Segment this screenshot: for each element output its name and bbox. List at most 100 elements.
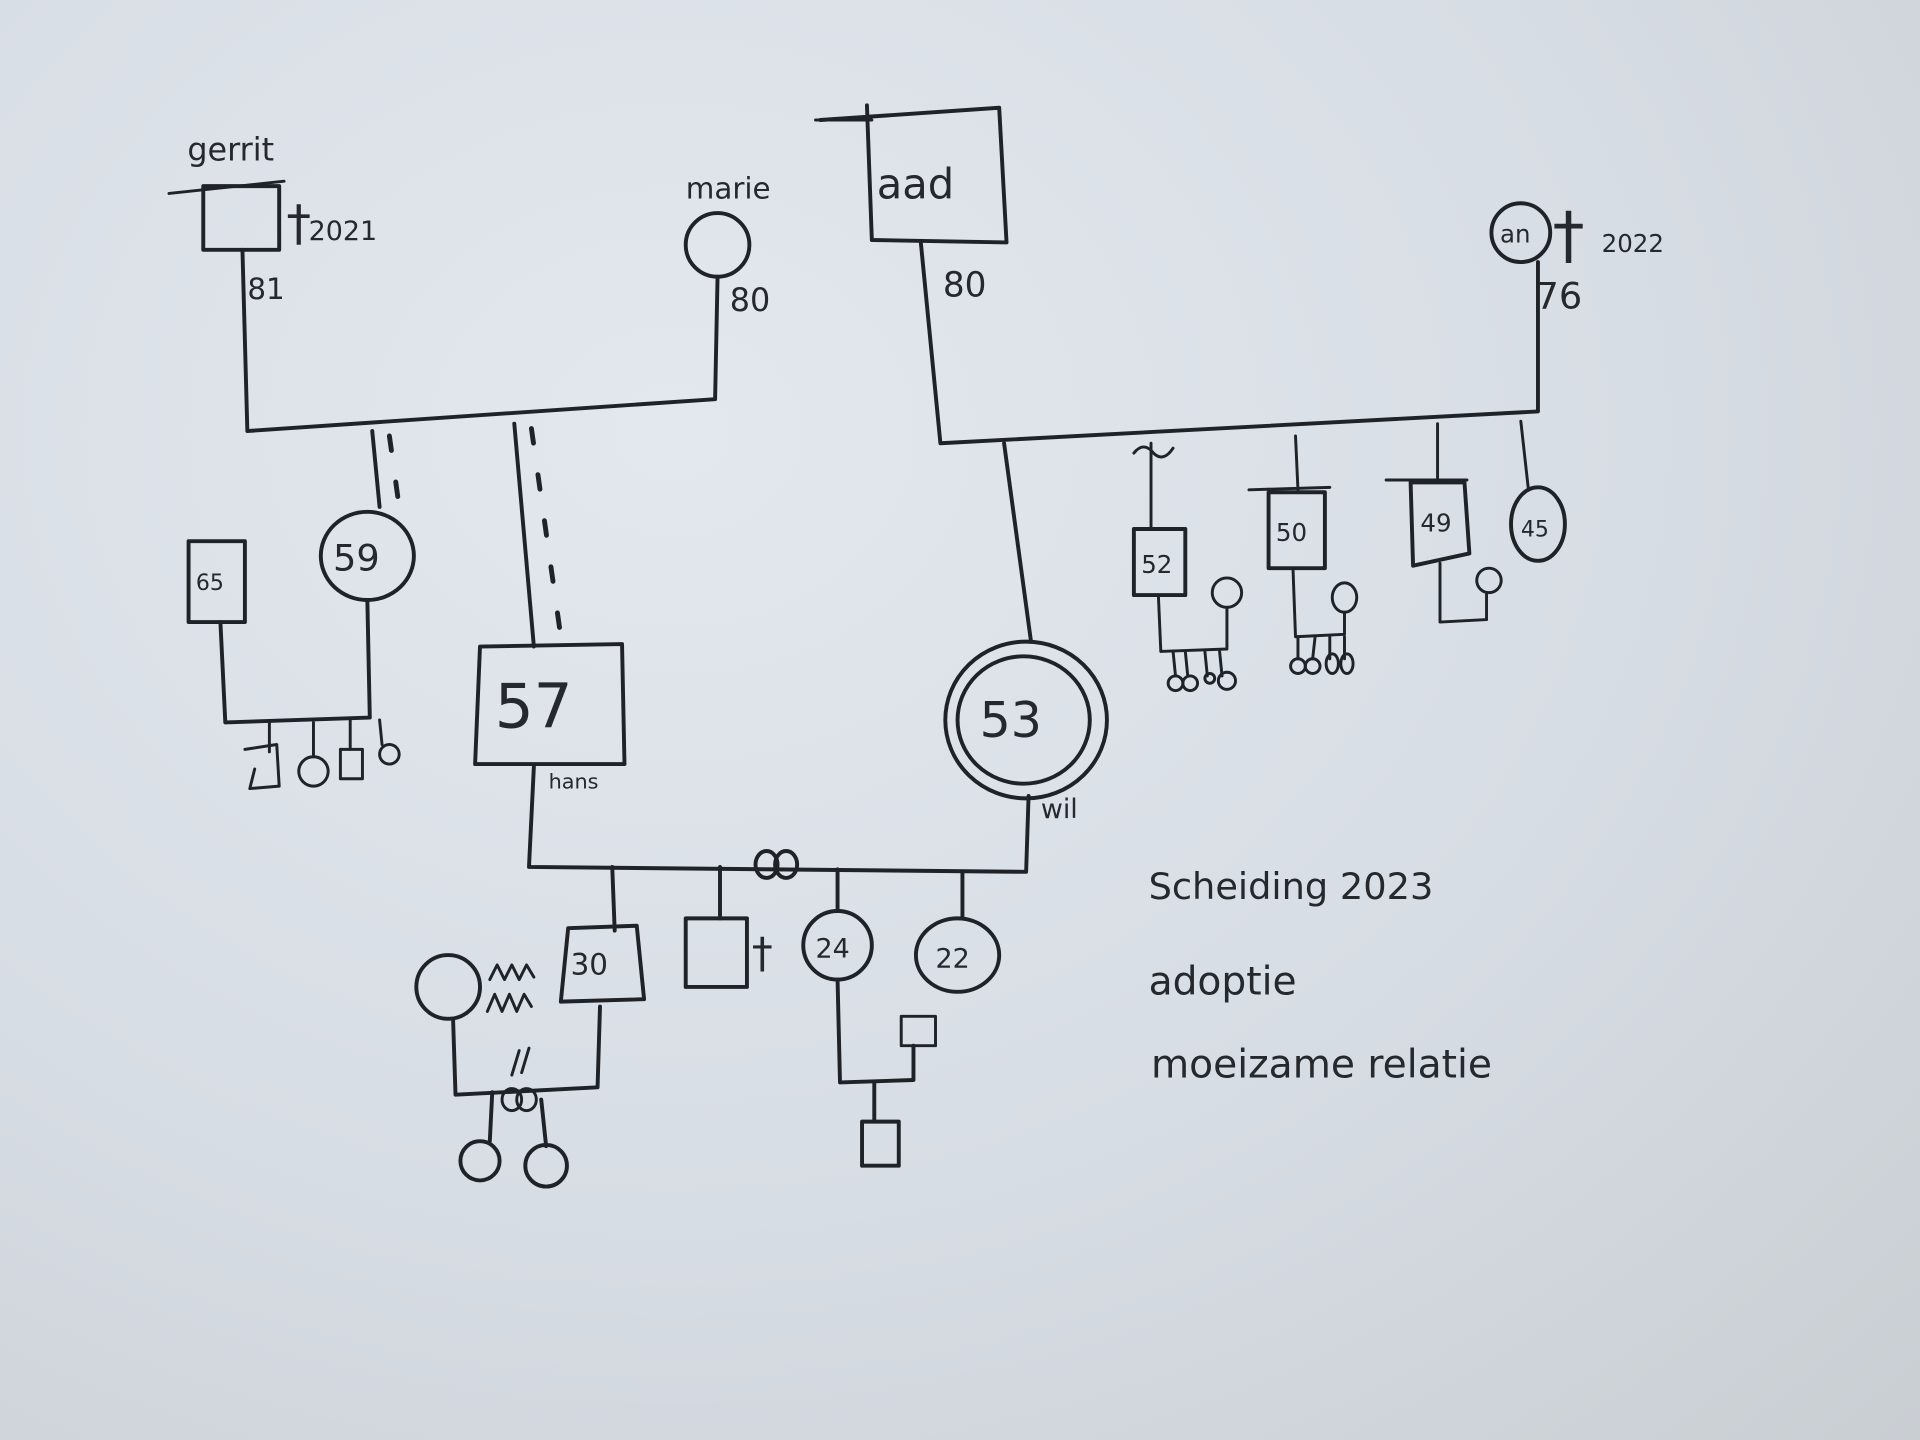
conflict-zigzag-line — [488, 963, 536, 982]
name-label-an: an — [1500, 219, 1531, 248]
grandchild-female-circle-symbol — [523, 1142, 569, 1189]
deceased-cross-icon: † — [287, 195, 311, 252]
grandchild-symbol — [1181, 674, 1200, 693]
person-aad: aad 80 — [814, 103, 1009, 305]
partner-female-circle-symbol — [1475, 566, 1503, 595]
person-son-30: 30 — [414, 864, 647, 1189]
age-an: 76 — [1536, 275, 1583, 318]
conflict-zigzag-line — [485, 992, 533, 1013]
person-hans: 57 hans — [473, 421, 627, 794]
marriage-line — [1156, 593, 1229, 653]
grandchild-symbol — [1289, 657, 1307, 675]
partner-male-square-symbol — [899, 1014, 937, 1048]
name-label-hans: hans — [549, 770, 599, 794]
person-aunt-59: 59 — [318, 429, 416, 602]
age-marie: 80 — [730, 281, 771, 319]
conflict-symbol — [1132, 445, 1175, 459]
grandchild-female-circle-symbol — [458, 1139, 502, 1183]
age-45: 45 — [1521, 517, 1549, 542]
person-daughter-22: 22 — [913, 869, 1002, 994]
legend: Scheiding 2023 adoptie moeizame relatie — [1149, 865, 1492, 1088]
female-circle-symbol — [297, 755, 330, 788]
separation-slash-symbol — [510, 1046, 531, 1077]
descent-line — [539, 1097, 549, 1149]
female-circle-symbol — [378, 743, 401, 766]
marriage-line-aunt — [218, 598, 372, 725]
legend-item-adoption: adoptie — [1149, 959, 1297, 1004]
grandchild-symbol — [1339, 652, 1355, 675]
female-circle-symbol — [683, 211, 752, 279]
male-square-symbol — [338, 747, 364, 781]
age-aad: 80 — [943, 265, 987, 305]
death-year-gerrit: 2021 — [309, 216, 378, 247]
person-partner-65: 65 — [186, 539, 247, 624]
female-circle-symbol — [913, 916, 1002, 994]
male-square-symbol — [1266, 490, 1327, 571]
person-wil: 53 wil — [943, 441, 1109, 825]
person-marie: marie 80 — [683, 171, 771, 319]
female-circle-inner-symbol — [955, 654, 1092, 786]
deceased-cross-icon: † — [1553, 199, 1585, 273]
name-label-aad: aad — [877, 159, 954, 208]
descent-line — [1002, 441, 1033, 644]
person-gerrit: gerrit † 2021 81 — [167, 130, 378, 306]
person-son-deceased: † — [683, 864, 773, 989]
grandchild-symbol — [1324, 652, 1340, 675]
partner-female-circle-symbol — [414, 953, 482, 1021]
name-label-gerrit: gerrit — [187, 130, 274, 168]
descent-line — [487, 1090, 495, 1144]
marriage-line-gerrit-marie — [240, 247, 720, 433]
name-label-wil: wil — [1041, 794, 1078, 825]
marriage-line — [1438, 561, 1488, 624]
person-an: an † 2022 76 — [1489, 199, 1664, 318]
grandchild-symbol — [1203, 672, 1217, 685]
marriage-line — [835, 977, 916, 1085]
grandchild-male-square-symbol — [860, 1119, 901, 1168]
male-square-symbol — [186, 539, 247, 624]
death-year-an: 2022 — [1602, 229, 1664, 258]
age-partner: 65 — [196, 571, 224, 596]
marriage-line — [451, 1004, 602, 1097]
deceased-cross-icon: † — [752, 928, 773, 977]
divorce-symbol — [515, 1087, 538, 1113]
male-square-symbol — [473, 642, 627, 767]
age-52: 52 — [1141, 550, 1172, 579]
female-circle-symbol — [1509, 485, 1567, 563]
marriage-line — [1291, 569, 1346, 639]
connector-line — [1247, 485, 1332, 492]
descent-line — [370, 429, 382, 509]
age-24: 24 — [816, 934, 850, 965]
divorce-symbol — [500, 1087, 524, 1113]
female-circle-outer-symbol — [943, 639, 1109, 801]
age-wil: 53 — [980, 692, 1042, 749]
descent-line — [610, 864, 617, 933]
legend-item-conflict: moeizame relatie — [1151, 1043, 1492, 1088]
partner-female-circle-symbol — [1210, 576, 1244, 609]
grandchild-symbol — [1166, 674, 1185, 693]
age-50: 50 — [1276, 518, 1307, 547]
person-daughter-24: 24 — [801, 867, 937, 1168]
age-hans: 57 — [495, 671, 573, 742]
divorce-symbol — [753, 849, 800, 880]
grandchild-symbol — [1303, 657, 1322, 675]
age-49: 49 — [1420, 508, 1451, 537]
person-sibling-49: 49 — [1384, 422, 1503, 624]
descent-lines — [1171, 649, 1224, 678]
male-square-symbol — [201, 184, 282, 252]
age-aunt: 59 — [333, 537, 380, 580]
age-gerrit: 81 — [247, 272, 284, 306]
children-aunt — [243, 718, 401, 791]
descent-line — [1519, 419, 1530, 489]
male-square-symbol — [243, 743, 281, 791]
male-square-symbol — [1408, 480, 1472, 568]
age-22: 22 — [936, 943, 970, 974]
legend-item-divorce: Scheiding 2023 — [1149, 865, 1434, 908]
adoption-dotted-line — [386, 433, 402, 510]
male-square-symbol — [818, 103, 1009, 245]
descent-lines — [1296, 635, 1346, 661]
partner-female-circle-symbol — [1330, 581, 1359, 614]
age-30: 30 — [571, 948, 608, 982]
person-sibling-45: 45 — [1509, 419, 1567, 563]
female-circle-symbol — [1489, 201, 1553, 264]
